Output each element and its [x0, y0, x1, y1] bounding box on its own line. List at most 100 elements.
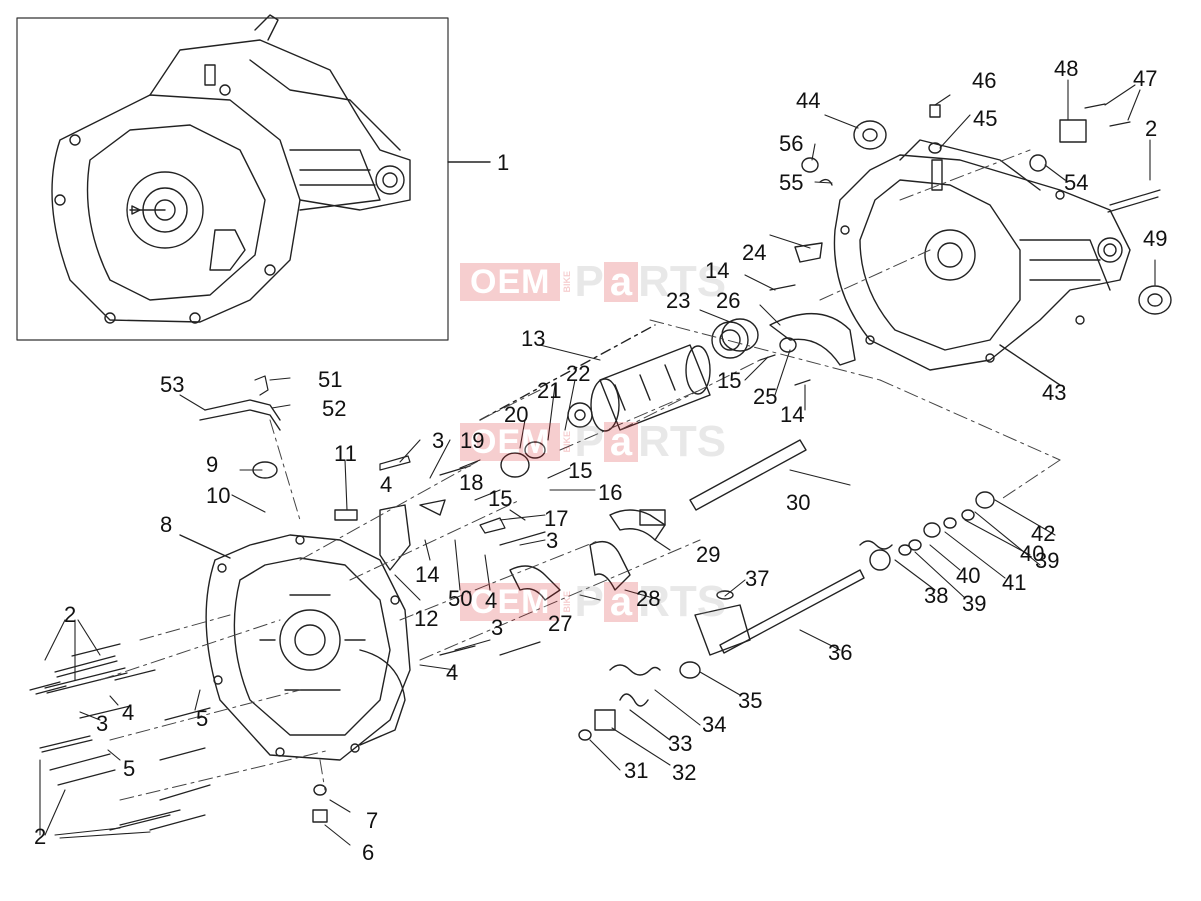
callout-25[interactable]: 25 [753, 384, 778, 409]
assembly-inset-frame [16, 17, 449, 341]
callout-1[interactable]: 1 [497, 150, 510, 175]
watermark-text-small: BIKE [562, 591, 573, 613]
callout-55[interactable]: 55 [779, 170, 804, 195]
watermark-text-small: BIKE [562, 271, 573, 293]
callout-11[interactable]: 11 [334, 441, 357, 466]
callout-7[interactable]: 7 [366, 808, 379, 833]
callout-5[interactable]: 5 [123, 756, 136, 781]
assembly-guide-lines [99, 149, 1061, 801]
callout-52[interactable]: 52 [322, 396, 347, 421]
watermark-text-left: OEM [460, 423, 561, 461]
callout-45[interactable]: 45 [973, 106, 998, 131]
callout-4[interactable]: 4 [446, 660, 459, 685]
watermark-text-small: BIKE [562, 431, 573, 453]
callout-5[interactable]: 5 [196, 706, 209, 731]
callout-44[interactable]: 44 [796, 88, 821, 113]
callout-46[interactable]: 46 [972, 68, 997, 93]
shift-shaft-36-drawing [694, 549, 891, 656]
assembled-gearbox-drawing [51, 14, 411, 324]
callout-23[interactable]: 23 [666, 288, 691, 313]
callout-2[interactable]: 2 [34, 824, 47, 849]
callout-4[interactable]: 4 [380, 472, 393, 497]
callout-3[interactable]: 3 [546, 528, 559, 553]
callout-30[interactable]: 30 [786, 490, 811, 515]
callout-37[interactable]: 37 [745, 566, 770, 591]
callout-50[interactable]: 50 [448, 586, 473, 611]
callout-12[interactable]: 12 [414, 606, 439, 631]
callout-49[interactable]: 49 [1143, 226, 1168, 251]
callout-40[interactable]: 40 [956, 563, 981, 588]
callout-24[interactable]: 24 [742, 240, 767, 265]
callout-35[interactable]: 35 [738, 688, 763, 713]
callout-38[interactable]: 38 [924, 583, 949, 608]
callout-16[interactable]: 16 [598, 480, 623, 505]
callout-19[interactable]: 19 [460, 428, 485, 453]
watermark-text-left: OEM [460, 583, 561, 621]
watermark-oembikeparts-top: OEM BIKE P a RTS [460, 257, 727, 306]
callout-40[interactable]: 40 [1020, 541, 1045, 566]
small-parts-drawing [199, 104, 1172, 823]
callout-39[interactable]: 39 [1035, 548, 1060, 573]
left-casing-drawing [205, 534, 411, 761]
callout-13[interactable]: 13 [521, 326, 546, 351]
watermark-text-rest: RTS [638, 257, 727, 306]
callout-34[interactable]: 34 [702, 712, 727, 737]
callout-15[interactable]: 15 [717, 368, 742, 393]
callout-6[interactable]: 6 [362, 840, 375, 865]
callout-3[interactable]: 3 [491, 615, 504, 640]
callout-9[interactable]: 9 [206, 452, 219, 477]
callout-14[interactable]: 14 [705, 258, 730, 283]
bolts-drawing [29, 103, 1161, 831]
drum-axis [479, 324, 656, 421]
callout-43[interactable]: 43 [1042, 380, 1067, 405]
watermark-oembikeparts-middle: OEM BIKE P a RTS [460, 417, 727, 466]
callout-56[interactable]: 56 [779, 131, 804, 156]
callout-3[interactable]: 3 [96, 711, 109, 736]
callout-20[interactable]: 20 [504, 402, 529, 427]
callout-27[interactable]: 27 [548, 611, 573, 636]
callout-14[interactable]: 14 [780, 402, 805, 427]
callout-22[interactable]: 22 [566, 361, 591, 386]
callout-2[interactable]: 2 [64, 602, 77, 627]
callout-48[interactable]: 48 [1054, 56, 1079, 81]
callout-8[interactable]: 8 [160, 512, 173, 537]
callout-36[interactable]: 36 [828, 640, 853, 665]
callout-21[interactable]: 21 [537, 378, 562, 403]
callout-39[interactable]: 39 [962, 591, 987, 616]
watermark-text-p: P [574, 417, 604, 466]
callout-2[interactable]: 2 [1145, 116, 1158, 141]
watermark-text-a: a [603, 582, 639, 622]
callout-15[interactable]: 15 [568, 458, 593, 483]
callout-28[interactable]: 28 [636, 586, 661, 611]
watermark-text-p: P [574, 257, 604, 306]
watermark-text-left: OEM [460, 263, 561, 301]
right-casing-drawing [833, 139, 1131, 371]
forks-drawing [509, 509, 666, 601]
callout-26[interactable]: 26 [716, 288, 741, 313]
callout-53[interactable]: 53 [160, 372, 185, 397]
callout-33[interactable]: 33 [668, 731, 693, 756]
callout-18[interactable]: 18 [459, 470, 484, 495]
callout-17[interactable]: 17 [544, 506, 569, 531]
callout-14[interactable]: 14 [415, 562, 440, 587]
callout-4[interactable]: 4 [485, 588, 498, 613]
callout-10[interactable]: 10 [206, 483, 231, 508]
callout-41[interactable]: 41 [1002, 570, 1027, 595]
callout-4[interactable]: 4 [122, 700, 135, 725]
callout-54[interactable]: 54 [1064, 170, 1089, 195]
leader-43 [999, 344, 1061, 386]
leader-8 [179, 534, 231, 559]
callout-31[interactable]: 31 [624, 758, 649, 783]
shaft-30-drawing [689, 439, 807, 511]
callout-29[interactable]: 29 [696, 542, 721, 567]
callout-51[interactable]: 51 [318, 367, 343, 392]
callout-42[interactable]: 42 [1031, 521, 1056, 546]
callout-leaders [39, 79, 1156, 846]
watermark-text-rest: RTS [638, 417, 727, 466]
callout-15[interactable]: 15 [488, 486, 513, 511]
callout-47[interactable]: 47 [1133, 66, 1158, 91]
callout-32[interactable]: 32 [672, 760, 697, 785]
callout-3[interactable]: 3 [432, 428, 445, 453]
